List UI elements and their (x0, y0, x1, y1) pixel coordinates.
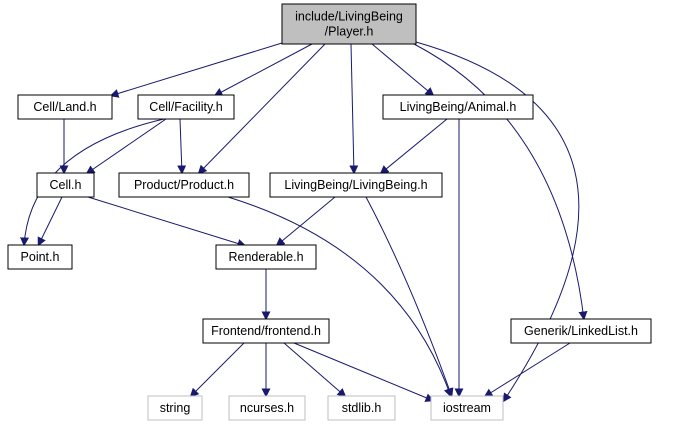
edge-linkedlist-to-iostream (483, 342, 571, 398)
edge-cell_facility-to-cell (85, 118, 167, 175)
edges-layer (20, 41, 588, 403)
node-iostream[interactable]: iostream (430, 395, 504, 421)
edge-livingbeing-to-iostream (365, 196, 454, 398)
edge-cell-to-point (37, 196, 63, 247)
node-cell-facility[interactable]: Cell/Facility.h (137, 94, 235, 120)
node-label: include/LivingBeing (295, 10, 403, 24)
node-box (510, 318, 652, 344)
node-box (382, 94, 534, 120)
node-ncurses[interactable]: ncurses.h (228, 395, 306, 421)
edge-livingbeing-to-renderable (275, 196, 336, 247)
node-label: Frontend/frontend.h (211, 324, 321, 338)
node-linkedlist[interactable]: Generik/LinkedList.h (510, 318, 652, 344)
node-box (118, 172, 250, 198)
node-livingbeing[interactable]: LivingBeing/LivingBeing.h (269, 172, 443, 198)
node-string[interactable]: string (147, 395, 203, 421)
edge-livingbeing_animal-to-livingbeing (379, 118, 448, 175)
edge-frontend-to-stdlib (283, 342, 347, 398)
node-player[interactable]: include/LivingBeing/Player.h (281, 3, 417, 45)
node-box (269, 172, 443, 198)
node-label: Product/Product.h (134, 178, 234, 192)
node-label: Cell.h (50, 178, 82, 192)
node-product[interactable]: Product/Product.h (118, 172, 250, 198)
edge-player-to-cell_facility (213, 43, 313, 97)
node-cell[interactable]: Cell.h (36, 172, 95, 198)
edge-player-to-linkedlist (413, 43, 588, 321)
node-box (202, 318, 330, 344)
node-box (281, 3, 417, 45)
edge-frontend-to-iostream (293, 342, 435, 402)
node-box (36, 172, 95, 198)
node-label: stdlib.h (342, 401, 382, 415)
node-point[interactable]: Point.h (7, 244, 73, 270)
node-label: /Player.h (325, 25, 374, 39)
node-label: Point.h (21, 250, 60, 264)
node-box (137, 94, 235, 120)
node-livingbeing-animal[interactable]: LivingBeing/Animal.h (382, 94, 534, 120)
edge-frontend-to-string (189, 342, 245, 398)
node-box (7, 244, 73, 270)
node-box (147, 395, 203, 421)
node-cell-land[interactable]: Cell/Land.h (17, 94, 113, 120)
edge-player-to-cell_land (109, 42, 283, 98)
node-label: ncurses.h (240, 401, 294, 415)
node-label: string (160, 401, 191, 415)
edge-player-to-product (197, 43, 326, 175)
node-label: Cell/Land.h (33, 100, 96, 114)
edge-player-to-livingbeing (349, 43, 359, 175)
node-renderable[interactable]: Renderable.h (215, 244, 317, 270)
edge-cell_facility-to-point (20, 118, 165, 247)
edge-player-to-livingbeing_animal (371, 43, 435, 97)
node-box (228, 395, 306, 421)
node-label: LivingBeing/LivingBeing.h (284, 178, 427, 192)
node-label: iostream (443, 401, 491, 415)
node-frontend[interactable]: Frontend/frontend.h (202, 318, 330, 344)
node-label: LivingBeing/Animal.h (400, 100, 517, 114)
node-box (17, 94, 113, 120)
edge-cell_facility-to-product (177, 118, 187, 175)
node-label: Cell/Facility.h (149, 100, 222, 114)
node-box (430, 395, 504, 421)
node-box (215, 244, 317, 270)
node-box (327, 395, 396, 421)
node-label: Renderable.h (228, 250, 303, 264)
edge-product-to-iostream (227, 196, 453, 398)
node-stdlib[interactable]: stdlib.h (327, 395, 396, 421)
node-label: Generik/LinkedList.h (524, 324, 638, 338)
edge-cell-to-renderable (87, 196, 247, 248)
